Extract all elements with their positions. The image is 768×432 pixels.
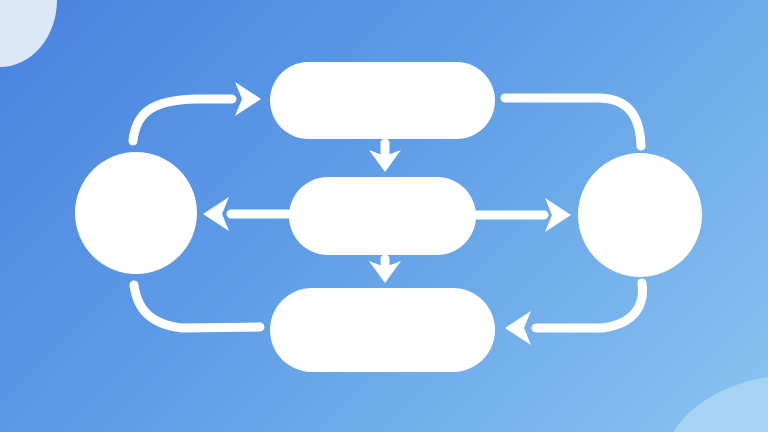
node-circle-right <box>578 153 702 277</box>
edge-left-circle-to-top-pill-arrowhead <box>235 82 261 116</box>
edge-middle-pill-to-right-circle-arrowhead <box>545 198 571 232</box>
edge-middle-pill-to-bottom-pill-arrowhead <box>369 261 401 283</box>
node-pill-middle <box>289 177 476 255</box>
node-pill-bottom <box>270 288 495 372</box>
edge-left-circle-to-bottom-pill <box>129 280 265 333</box>
edge-middle-pill-to-left-circle-arrowhead <box>203 197 229 231</box>
edge-top-pill-to-right-circle <box>500 93 646 151</box>
edge-right-circle-to-bottom-pill <box>531 278 647 333</box>
node-pill-top <box>270 62 495 139</box>
edge-right-circle-to-bottom-pill-arrowhead <box>505 311 531 345</box>
node-circle-left <box>75 152 197 274</box>
edge-left-circle-to-top-pill <box>128 94 237 146</box>
edge-top-pill-to-middle-pill-arrowhead <box>369 150 401 172</box>
